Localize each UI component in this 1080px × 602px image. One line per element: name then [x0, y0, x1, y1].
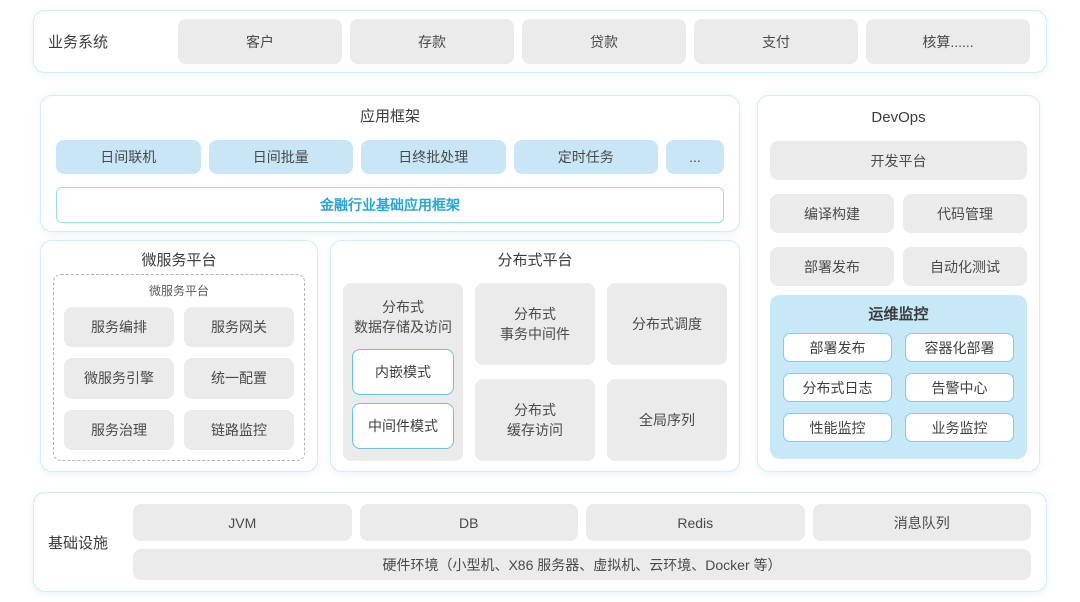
microservice-engine-block: 微服务引擎	[64, 358, 174, 399]
distributed-panel: 分布式平台 分布式 数据存储及访问 内嵌模式 中间件模式 分布式 事务中间件 分…	[330, 240, 740, 472]
eod-batch-block: 日终批处理	[361, 140, 506, 174]
more-modules-block: ...	[666, 140, 724, 174]
distributed-storage-label: 分布式 数据存储及访问	[354, 299, 452, 335]
global-sequence-cell: 全局序列	[607, 379, 727, 461]
daytime-batch-block: 日间批量	[208, 140, 353, 174]
deposit-block: 存款	[350, 19, 514, 64]
auto-test-block: 自动化测试	[903, 247, 1027, 286]
dev-platform-block: 开发平台	[770, 141, 1027, 180]
microservice-title: 微服务平台	[141, 252, 217, 269]
ops-monitor-title: 运维监控	[868, 306, 929, 323]
devops-panel: DevOps 开发平台 编译构建 代码管理 部署发布 自动化测试 运维监控 部署…	[757, 95, 1040, 472]
distributed-col-storage: 分布式 数据存储及访问 内嵌模式 中间件模式	[343, 283, 463, 461]
distributed-storage-cell: 分布式 数据存储及访问 内嵌模式 中间件模式	[343, 283, 463, 461]
distributed-log-block: 分布式日志	[783, 373, 892, 402]
distributed-col-middle: 分布式 事务中间件 分布式 缓存访问	[475, 283, 595, 461]
db-block: DB	[359, 504, 578, 541]
distributed-transaction-cell: 分布式 事务中间件	[475, 283, 595, 365]
microservice-grid: 服务编排 服务网关 微服务引擎 统一配置 服务治理 链路监控	[64, 307, 294, 450]
infrastructure-row: JVM DB Redis 消息队列	[133, 504, 1031, 541]
perf-monitor-block: 性能监控	[783, 413, 892, 442]
devops-title: DevOps	[871, 109, 926, 126]
deploy-release-block: 部署发布	[783, 333, 892, 362]
distributed-scheduling-cell: 分布式调度	[607, 283, 727, 365]
redis-block: Redis	[586, 504, 805, 541]
microservice-inner-box: 微服务平台 服务编排 服务网关 微服务引擎 统一配置 服务治理 链路监控	[53, 274, 305, 461]
ops-monitor-row-2: 分布式日志 告警中心	[783, 373, 1014, 402]
distributed-title: 分布式平台	[497, 252, 573, 269]
devops-tools-row-1: 编译构建 代码管理	[770, 194, 1027, 233]
jvm-block: JVM	[133, 504, 352, 541]
embedded-mode-block: 内嵌模式	[352, 349, 454, 395]
financial-base-framework-bar: 金融行业基础应用框架	[56, 187, 724, 223]
customer-block: 客户	[178, 19, 342, 64]
microservice-panel: 微服务平台 微服务平台 服务编排 服务网关 微服务引擎 统一配置 服务治理 链路…	[40, 240, 318, 472]
code-mgmt-block: 代码管理	[903, 194, 1027, 233]
hardware-env-bar: 硬件环境（小型机、X86 服务器、虚拟机、云环境、Docker 等）	[133, 549, 1031, 580]
distributed-grid: 分布式 数据存储及访问 内嵌模式 中间件模式 分布式 事务中间件 分布式 缓存访…	[343, 283, 727, 461]
app-framework-title: 应用框架	[359, 108, 420, 125]
payment-block: 支付	[694, 19, 858, 64]
mq-block: 消息队列	[812, 504, 1031, 541]
infrastructure-label: 基础设施	[48, 534, 109, 552]
daytime-online-block: 日间联机	[56, 140, 201, 174]
deploy-block: 部署发布	[770, 247, 894, 286]
business-systems-label: 业务系统	[48, 34, 109, 51]
business-systems-panel: 业务系统 客户 存款 贷款 支付 核算......	[33, 10, 1047, 73]
middleware-mode-block: 中间件模式	[352, 403, 454, 449]
build-block: 编译构建	[770, 194, 894, 233]
loan-block: 贷款	[522, 19, 686, 64]
ops-monitor-panel: 运维监控 部署发布 容器化部署 分布式日志 告警中心 性能监控 业务监控	[770, 295, 1027, 459]
distributed-cache-cell: 分布式 缓存访问	[475, 379, 595, 461]
distributed-col-right: 分布式调度 全局序列	[607, 283, 727, 461]
trace-monitor-block: 链路监控	[184, 409, 294, 450]
app-framework-modules: 日间联机 日间批量 日终批处理 定时任务 ...	[56, 140, 724, 174]
alert-center-block: 告警中心	[905, 373, 1014, 402]
accounting-block: 核算......	[866, 19, 1030, 64]
scheduled-task-block: 定时任务	[513, 140, 658, 174]
service-governance-block: 服务治理	[64, 409, 174, 450]
unified-config-block: 统一配置	[184, 358, 294, 399]
app-framework-panel: 应用框架 日间联机 日间批量 日终批处理 定时任务 ... 金融行业基础应用框架	[40, 95, 740, 232]
microservice-inner-title: 微服务平台	[148, 284, 209, 298]
ops-monitor-row-3: 性能监控 业务监控	[783, 413, 1014, 442]
ops-monitor-row-1: 部署发布 容器化部署	[783, 333, 1014, 362]
infrastructure-panel: 基础设施 JVM DB Redis 消息队列 硬件环境（小型机、X86 服务器、…	[33, 492, 1047, 592]
service-orchestration-block: 服务编排	[64, 307, 174, 348]
devops-tools-row-2: 部署发布 自动化测试	[770, 247, 1027, 286]
service-gateway-block: 服务网关	[184, 307, 294, 348]
infrastructure-content: JVM DB Redis 消息队列 硬件环境（小型机、X86 服务器、虚拟机、云…	[133, 504, 1031, 580]
container-deploy-block: 容器化部署	[905, 333, 1014, 362]
biz-monitor-block: 业务监控	[905, 413, 1014, 442]
